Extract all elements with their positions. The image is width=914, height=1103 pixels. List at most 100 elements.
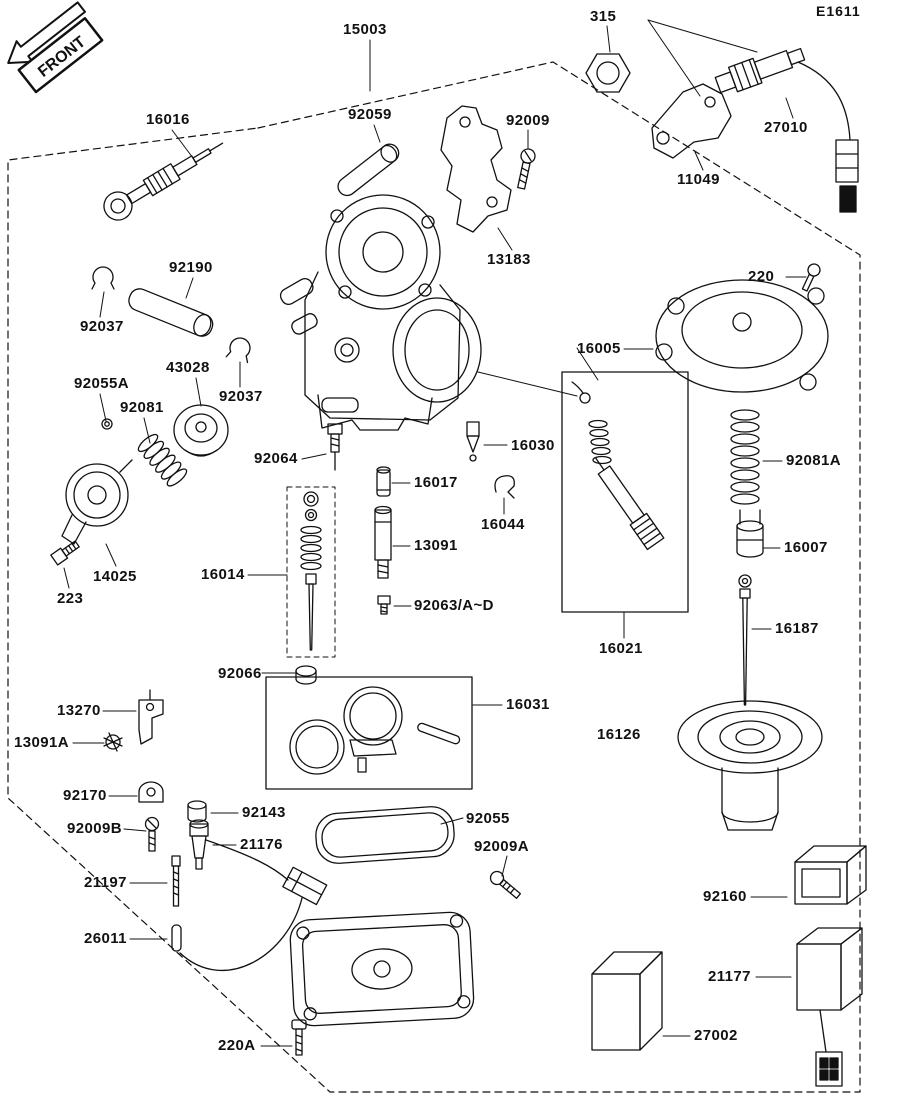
part-label-92037-b: 92037	[219, 388, 263, 405]
part-label-43028: 43028	[166, 359, 210, 376]
part-label-92143: 92143	[242, 804, 286, 821]
part-label-92009: 92009	[506, 112, 550, 129]
part-label-15003: 15003	[343, 21, 387, 38]
vent-tube-drawing	[337, 143, 400, 197]
needle-valve-drawing	[466, 421, 480, 462]
igniter-21177-drawing	[796, 927, 863, 1087]
clamp-92170-drawing	[138, 781, 164, 803]
part-label-92160: 92160	[703, 888, 747, 905]
clamp-92037-a-drawing	[91, 266, 115, 290]
part-label-16126: 16126	[597, 726, 641, 743]
part-label-16030: 16030	[511, 437, 555, 454]
part-label-92063: 92063/A~D	[414, 597, 494, 614]
spring-92081A-drawing	[730, 409, 760, 505]
part-label-92170: 92170	[63, 787, 107, 804]
needle-holder-drawing	[736, 509, 764, 558]
part-label-92055A: 92055A	[74, 375, 129, 392]
cap-14025-drawing	[61, 459, 133, 545]
leader-lines	[63, 19, 807, 1047]
choke-plunger-drawing	[103, 142, 224, 221]
float-set-drawing	[289, 686, 461, 775]
part-label-92009B: 92009B	[67, 820, 122, 837]
part-label-21177: 21177	[708, 968, 751, 985]
screw-220-drawing	[801, 263, 821, 292]
part-label-16044: 16044	[481, 516, 525, 533]
damper-92160-drawing	[794, 845, 867, 905]
bracket-13270-drawing	[138, 689, 164, 745]
oring-92055A-drawing	[101, 418, 113, 430]
part-label-13091A: 13091A	[14, 734, 69, 751]
lead-26011-drawing	[171, 897, 303, 972]
assembly-boundary-dashed	[7, 61, 861, 1093]
diaphragm-cover-drawing	[655, 279, 829, 393]
part-label-13091: 13091	[414, 537, 458, 554]
clip-13091A-drawing	[103, 732, 123, 752]
part-label-11049: 11049	[677, 171, 720, 188]
front-arrow: FRONT	[7, 1, 104, 94]
part-label-26011: 26011	[84, 930, 127, 947]
part-label-16005: 16005	[577, 340, 621, 357]
relay-27002-drawing	[591, 951, 663, 1051]
clamp-92037-b-drawing	[225, 337, 251, 364]
screw-92009A-drawing	[489, 870, 522, 899]
part-label-92190: 92190	[169, 259, 213, 276]
part-label-220A: 220A	[218, 1037, 256, 1054]
part-label-16021: 16021	[599, 640, 643, 657]
bracket-13183-drawing	[440, 105, 512, 233]
stud-21197-drawing	[171, 855, 181, 907]
part-label-16187: 16187	[775, 620, 819, 637]
plug-92066-drawing	[295, 665, 317, 685]
part-label-315: 315	[590, 8, 617, 25]
part-label-27010: 27010	[764, 119, 808, 136]
spring-92081-drawing	[137, 433, 188, 487]
screw-223-drawing	[50, 540, 80, 566]
nut-315-drawing	[585, 53, 631, 93]
part-label-92081A: 92081A	[786, 452, 841, 469]
part-label-13270: 13270	[57, 702, 101, 719]
collar-92143-drawing	[187, 800, 207, 823]
vacuum-piston-drawing	[677, 700, 823, 831]
part-label-223: 223	[57, 590, 84, 607]
part-label-16014: 16014	[201, 566, 245, 583]
part-label-92059: 92059	[348, 106, 392, 123]
part-label-16007: 16007	[784, 539, 828, 556]
part-label-27002: 27002	[694, 1027, 738, 1044]
part-label-21197: 21197	[84, 874, 127, 891]
jet-92064-drawing	[327, 423, 343, 471]
part-label-92055: 92055	[466, 810, 510, 827]
clip-16044-drawing	[494, 475, 515, 499]
part-label-16031: 16031	[506, 696, 550, 713]
duct-tube-drawing	[128, 288, 214, 337]
part-label-220: 220	[748, 268, 775, 285]
part-label-14025: 14025	[93, 568, 137, 585]
part-label-13183: 13183	[487, 251, 531, 268]
needle-group-box-dashed	[286, 486, 336, 658]
part-label-16017: 16017	[414, 474, 458, 491]
part-label-92064: 92064	[254, 450, 298, 467]
jet-holder-drawing	[374, 505, 392, 579]
bowl-gasket-drawing	[315, 806, 455, 864]
screw-92009-drawing	[517, 148, 536, 190]
diaphragm-43028-drawing	[173, 404, 229, 457]
page-code: E1611	[816, 3, 861, 19]
sensor-21176-drawing	[189, 819, 328, 906]
part-label-92009A: 92009A	[474, 838, 529, 855]
needle-set-drawing	[300, 491, 322, 651]
part-label-92066: 92066	[218, 665, 262, 682]
jet-needle-drawing	[738, 574, 752, 706]
pilot-screw-group-box	[561, 371, 689, 613]
jet-92063-drawing	[377, 595, 391, 615]
part-label-21176: 21176	[240, 836, 283, 853]
part-label-16016: 16016	[146, 111, 190, 128]
screw-92009B-drawing	[144, 816, 160, 852]
pilot-screw-group-drawing	[571, 381, 665, 551]
float-bowl-drawing	[289, 911, 475, 1027]
part-label-92081: 92081	[120, 399, 164, 416]
float-group-box	[265, 676, 473, 790]
screw-220A-drawing	[291, 1019, 307, 1056]
part-label-92037-a: 92037	[80, 318, 124, 335]
jet-16017-drawing	[376, 466, 391, 497]
carburetor-body-drawing	[279, 194, 482, 431]
